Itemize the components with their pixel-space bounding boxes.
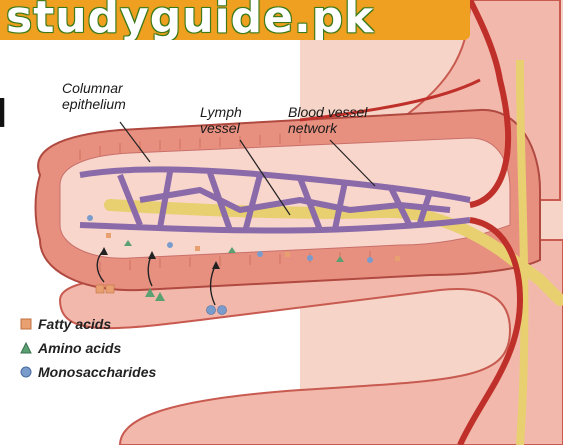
square-icon	[20, 318, 32, 330]
circle-icon	[20, 366, 32, 378]
label-columnar-epithelium: Columnar epithelium	[62, 80, 126, 112]
watermark-text: studyguide.pk	[6, 0, 374, 40]
triangle-icon	[20, 342, 32, 354]
legend-label: Monosaccharides	[38, 364, 156, 380]
lymph-vessel-descending	[520, 60, 524, 445]
legend: Fatty acids Amino acids Monosaccharides	[20, 312, 156, 384]
label-lymph-line2: vessel	[200, 120, 242, 136]
label-lymph-line1: Lymph	[200, 104, 242, 120]
label-blood-line1: Blood vessel	[288, 104, 367, 120]
legend-item-amino-acids: Amino acids	[20, 336, 156, 360]
legend-label: Amino acids	[38, 340, 121, 356]
cut-title-fragment: l	[0, 92, 7, 137]
label-lymph-vessel: Lymph vessel	[200, 104, 242, 136]
legend-label: Fatty acids	[38, 316, 111, 332]
label-columnar-line2: epithelium	[62, 96, 126, 112]
label-blood-vessel-network: Blood vessel network	[288, 104, 367, 136]
legend-item-fatty-acids: Fatty acids	[20, 312, 156, 336]
watermark-banner: studyguide.pk	[0, 0, 470, 40]
label-columnar-line1: Columnar	[62, 80, 126, 96]
label-blood-line2: network	[288, 120, 367, 136]
legend-item-monosaccharides: Monosaccharides	[20, 360, 156, 384]
